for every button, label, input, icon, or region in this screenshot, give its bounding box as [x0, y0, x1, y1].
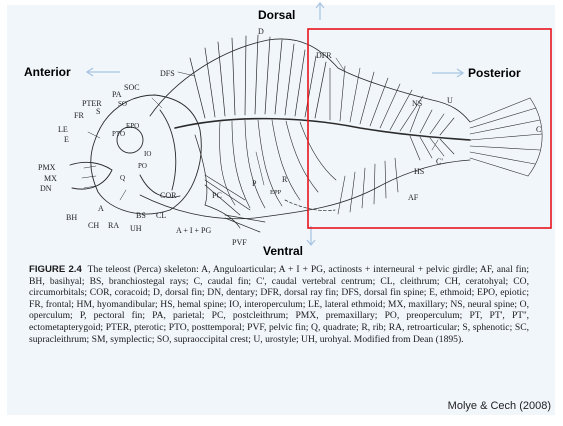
label-po: PO [138, 162, 147, 170]
label-q: Q [120, 174, 125, 182]
anterior-label: Anterior [24, 65, 71, 79]
tail-spines [410, 106, 454, 160]
label-pmx: PMX [38, 163, 56, 172]
label-bh: BH [66, 213, 77, 222]
label-epp: EPP [270, 189, 282, 196]
label-so: SO [118, 100, 127, 108]
label-a-i-pg: A + I + PG [176, 226, 211, 235]
label-e: E [64, 135, 69, 144]
label-cor: COR [160, 191, 177, 200]
label-c-prime: C' [436, 157, 443, 166]
figure-caption: FIGURE 2.4 The teleost (Perca) skeleton:… [29, 264, 529, 345]
anal-fin [338, 158, 398, 214]
label-d: D [258, 27, 264, 36]
label-fr: FR [74, 111, 84, 120]
label-a: A [98, 204, 104, 213]
label-dn: DN [40, 184, 52, 193]
label-mx: MX [44, 174, 57, 183]
label-pto: PTO [112, 130, 125, 138]
label-epo: EPO [126, 122, 139, 130]
label-pvf: PVF [232, 238, 247, 247]
label-uh: UH [130, 224, 142, 233]
ventral-label: Ventral [263, 244, 303, 258]
label-dfs: DFS [160, 69, 175, 78]
dorsal-label: Dorsal [258, 8, 295, 22]
label-soc: SOC [124, 83, 140, 92]
label-ns: NS [412, 99, 422, 108]
skull [70, 95, 201, 214]
caudal-fin [470, 98, 542, 176]
posterior-highlight-box [308, 29, 551, 228]
dorsal-soft-rays [330, 66, 423, 131]
label-bs: BS [136, 211, 146, 220]
figure-number: FIGURE 2.4 [29, 264, 82, 275]
label-ch: CH [88, 221, 99, 230]
label-le: LE [58, 125, 68, 134]
label-cl: CL [156, 211, 166, 220]
label-ra: RA [108, 221, 119, 230]
label-dfr: DFR [316, 51, 332, 60]
credit-text: Molye & Cech (2008) [448, 400, 551, 412]
label-p: P [252, 179, 257, 188]
label-af: AF [408, 193, 419, 202]
dorsal-fin-spines [190, 35, 326, 118]
dorsal-outline [150, 39, 470, 122]
label-u: U [447, 96, 453, 105]
label-c: C [536, 125, 541, 134]
figure-caption-text: The teleost (Perca) skeleton: A, Anguloa… [29, 264, 529, 345]
label-pa: PA [112, 90, 122, 99]
label-s: S [96, 107, 100, 116]
label-io: IO [144, 150, 151, 158]
posterior-label: Posterior [468, 66, 521, 80]
label-hs: HS [414, 167, 424, 176]
label-r: R [282, 175, 288, 184]
label-pc: PC [212, 191, 222, 200]
